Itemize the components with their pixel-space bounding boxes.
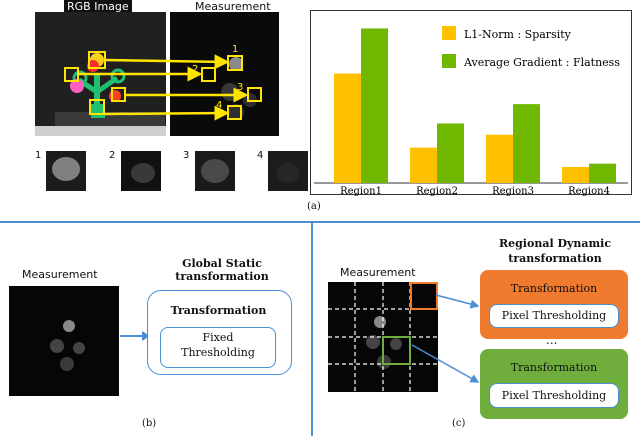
region-number-1: 1	[232, 44, 238, 55]
rgb-image-title: RGB Image	[64, 0, 132, 13]
bar-region2-series-2	[437, 123, 464, 183]
region-number-4: 4	[216, 100, 222, 111]
measurement-title-b: Measurement	[22, 268, 98, 281]
x-tick-region1: Region1	[340, 186, 382, 196]
legend-label-sparsity: L1-Norm : Sparsity	[464, 28, 572, 41]
caption-c: (c)	[452, 418, 466, 429]
bar-region4-series-1	[562, 166, 589, 183]
measurement-grid-image	[328, 282, 438, 392]
legend-swatch-flatness	[442, 54, 456, 68]
x-tick-region3: Region3	[492, 186, 534, 196]
flower-illustration	[35, 12, 166, 136]
bar-region1-series-2	[361, 28, 388, 183]
bar-region4-series-2	[589, 163, 616, 183]
measurement-title-a: Measurement	[195, 0, 271, 13]
x-tick-region4: Region4	[568, 186, 610, 196]
vertical-divider	[311, 222, 313, 436]
legend-label-flatness: Average Gradient : Flatness	[463, 56, 620, 69]
patch-3	[195, 151, 235, 191]
caption-b: (b)	[142, 418, 157, 429]
regional-dynamic-title: Regional Dynamic transformation	[498, 237, 612, 265]
bar-region3-series-2	[513, 104, 540, 183]
arrows-c	[411, 294, 480, 383]
measurement-title-c: Measurement	[340, 266, 416, 279]
green-region-box	[382, 336, 411, 365]
yellow-arrows	[78, 54, 249, 121]
horizontal-divider	[0, 221, 640, 223]
bar-chart: Region1 Region2 Region3 Region4 L1-Norm : S…	[310, 10, 632, 197]
patch-4	[268, 151, 308, 191]
chart-svg: Region1 Region2 Region3 Region4 L1-Norm : S…	[310, 10, 632, 197]
caption-a: (a)	[307, 201, 321, 212]
patch-label-2: 2	[109, 150, 116, 161]
fixed-thresholding-box: Fixed Thresholding	[160, 327, 276, 368]
pixel-thresholding-bottom: Pixel Thresholding	[489, 383, 619, 408]
bar-region2-series-1	[410, 147, 437, 183]
bar-region1-series-1	[334, 73, 361, 183]
arrow-b	[120, 331, 150, 341]
patch-label-4: 4	[257, 150, 264, 161]
measurement-image-b	[9, 286, 119, 396]
transformation-label-b: Transformation	[170, 304, 267, 317]
pixel-thresholding-top: Pixel Thresholding	[489, 304, 619, 328]
fixed-thresholding-label: Fixed Thresholding	[181, 331, 255, 359]
global-static-title: Global Static transformation	[175, 257, 269, 283]
transformation-label-top: Transformation	[510, 282, 598, 295]
patch-label-1: 1	[35, 150, 42, 161]
patch-1	[46, 151, 86, 191]
patch-2	[121, 151, 161, 191]
patch-label-3: 3	[183, 150, 190, 161]
bar-region3-series-1	[486, 134, 513, 183]
legend-swatch-sparsity	[442, 26, 456, 40]
x-tick-region2: Region2	[416, 186, 458, 196]
rgb-image	[35, 12, 166, 136]
transformation-label-bottom: Transformation	[510, 361, 598, 374]
ellipsis: ...	[546, 333, 558, 347]
